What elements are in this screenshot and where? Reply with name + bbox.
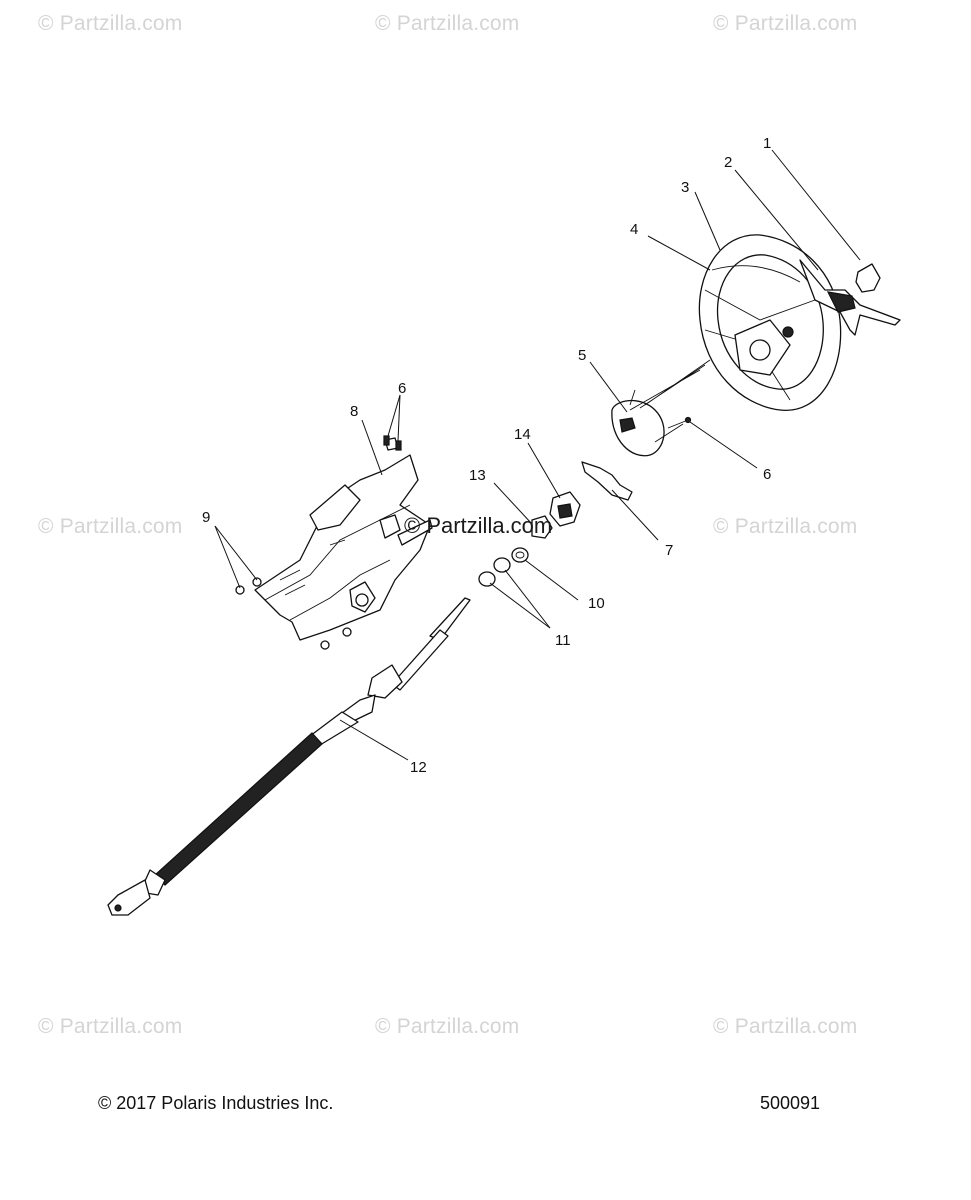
callout-2: 2 (724, 154, 732, 171)
watermark-mid-left: © Partzilla.com (38, 515, 183, 538)
center-cap[interactable] (799, 259, 901, 336)
callout-13: 13 (469, 467, 486, 484)
nut-10[interactable] (511, 547, 529, 563)
watermark-bottom-left: © Partzilla.com (38, 1015, 183, 1038)
steering-wheel[interactable] (698, 234, 842, 411)
callout-10: 10 (588, 595, 605, 612)
callout-3: 3 (681, 179, 689, 196)
callout-1: 1 (763, 135, 771, 152)
callout-5: 5 (578, 347, 586, 364)
diagram-number: 500091 (760, 1093, 821, 1113)
callout-4: 4 (630, 221, 638, 238)
watermark-top-right: © Partzilla.com (713, 12, 858, 35)
bushing-11b[interactable] (478, 571, 496, 587)
watermark-center: © Partzilla.com (404, 513, 553, 538)
bearing-bushing[interactable] (549, 491, 581, 527)
callout-8: 8 (350, 403, 358, 420)
bolt-9[interactable] (235, 577, 352, 650)
callout-6-left: 6 (398, 380, 406, 397)
callout-7: 7 (665, 542, 673, 559)
horn-button[interactable] (855, 263, 881, 293)
watermark-bottom-right: © Partzilla.com (713, 1015, 858, 1038)
watermark-bottom-center: © Partzilla.com (375, 1015, 520, 1038)
callout-11: 11 (555, 632, 571, 649)
watermark-top-left: © Partzilla.com (38, 12, 183, 35)
callout-12: 12 (410, 759, 427, 776)
callout-9: 9 (202, 509, 210, 526)
watermark-mid-right: © Partzilla.com (713, 515, 858, 538)
bracket[interactable] (581, 461, 633, 501)
steering-shaft[interactable] (107, 597, 471, 916)
leader-lines (214, 149, 861, 761)
copyright-text: © 2017 Polaris Industries Inc. (98, 1093, 334, 1113)
callout-14: 14 (514, 426, 531, 443)
bushing-11a[interactable] (493, 557, 511, 573)
callout-6-right: 6 (763, 466, 771, 483)
watermark-top-center: © Partzilla.com (375, 12, 520, 35)
steering-column-bracket[interactable] (254, 437, 433, 641)
switch-assembly[interactable] (611, 359, 711, 457)
nut[interactable] (531, 515, 553, 539)
screw-6-right[interactable] (667, 416, 692, 429)
